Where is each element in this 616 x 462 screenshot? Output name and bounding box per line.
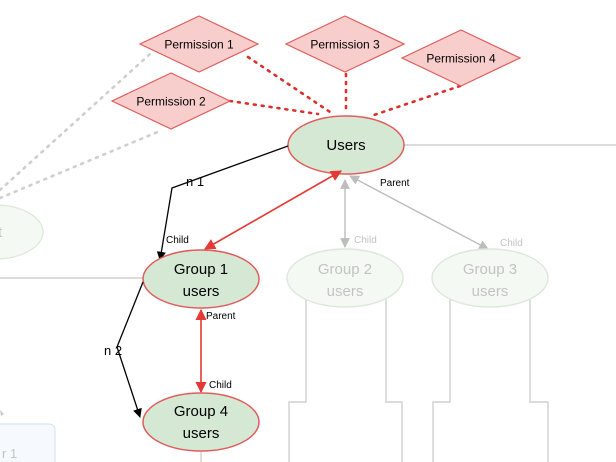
n1-label: n 1	[186, 174, 204, 189]
permission-2-label: Permission 2	[136, 95, 206, 109]
group1-node-shape	[142, 249, 260, 309]
left-faded-node-label: t	[0, 224, 3, 241]
group4-node-line2: users	[183, 425, 220, 442]
edge-users-group3	[349, 175, 489, 250]
group2-child-label: Child	[354, 235, 377, 246]
permission-2-shape	[110, 72, 232, 130]
group1-parent-label: Parent	[206, 311, 236, 322]
group2-node-line2: users	[327, 283, 364, 300]
permission-3-shape	[284, 15, 406, 73]
permission-4-label: Permission 4	[426, 52, 496, 66]
group4-child-label: Child	[209, 380, 232, 391]
group3-node-shape	[431, 248, 549, 308]
dotted-permission-4-to-users	[372, 84, 462, 117]
users-node-label: Users	[326, 137, 365, 154]
permission-1[interactable]: Permission 1	[138, 15, 260, 73]
group4-node-line1: Group 4	[174, 403, 228, 420]
group1-node[interactable]: Group 1 users	[142, 249, 260, 309]
group4-node-shape	[142, 392, 260, 452]
users-parent-label: Parent	[380, 178, 410, 189]
users-node[interactable]: Users	[287, 115, 405, 175]
dotted-permission-1-to-users	[246, 55, 332, 114]
faded-background: t r 1	[0, 52, 162, 462]
permission-2[interactable]: Permission 2	[110, 72, 232, 130]
bottom-left-faded-arrow	[0, 410, 4, 416]
group2-node-line1: Group 2	[318, 261, 372, 278]
edge-users-group1-parent-child	[204, 170, 342, 250]
group4-node[interactable]: Group 4 users	[142, 392, 260, 452]
dotted-permission-2-to-users	[228, 99, 320, 116]
users-node-shape	[287, 115, 405, 175]
n2-label: n 2	[104, 343, 122, 358]
permission-4[interactable]: Permission 4	[400, 29, 522, 87]
left-faded-node[interactable]	[0, 204, 44, 260]
permission-1-label: Permission 1	[164, 38, 234, 52]
permission-links	[228, 55, 462, 117]
group3-node-line2: users	[472, 283, 509, 300]
faded-group-edges: Child Child	[340, 175, 523, 250]
group1-child-label: Child	[166, 235, 189, 246]
permission-1-shape	[138, 15, 260, 73]
bottom-left-faded-node[interactable]	[0, 423, 56, 462]
group1-node-line1: Group 1	[174, 261, 228, 278]
dotted-left-to-permission-2	[0, 129, 162, 200]
edge-group1-group4-n2	[116, 281, 144, 418]
permission-4-shape	[400, 29, 522, 87]
group3-node-line1: Group 3	[463, 261, 517, 278]
group3-child-label: Child	[500, 238, 523, 249]
permission-3[interactable]: Permission 3	[284, 15, 406, 73]
faded-group-tails	[288, 296, 549, 462]
bottom-left-faded-node-label: r 1	[2, 446, 17, 461]
group2-node-shape	[286, 248, 404, 308]
dotted-left-to-permission-1	[0, 52, 152, 192]
group3-node[interactable]: Group 3 users	[431, 248, 549, 308]
permission-3-label: Permission 3	[310, 38, 380, 52]
group1-node-line2: users	[183, 283, 220, 300]
edge-users-group1-n1	[156, 145, 289, 261]
group2-node[interactable]: Group 2 users	[286, 248, 404, 308]
